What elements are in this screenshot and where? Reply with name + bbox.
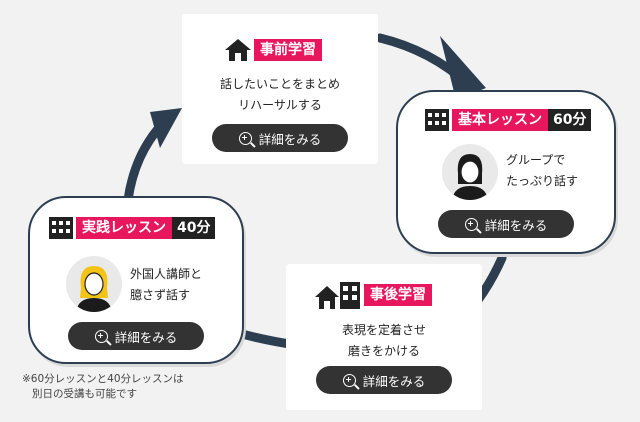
- step-practice-lesson-card: 実践レッスン 40分 外国人講師と 臆さず話す 詳細をみる: [28, 196, 244, 364]
- step-basic-lesson-heading: 基本レッスン 60分: [424, 108, 592, 132]
- teacher-avatar-icon: [66, 256, 122, 312]
- button-label: 詳細をみる: [114, 329, 178, 345]
- description-line: 外国人講師と: [130, 267, 203, 281]
- lesson-duration: 60分: [548, 109, 592, 131]
- house-icon: [225, 39, 251, 61]
- description-line: 表現を定着させ: [341, 323, 426, 337]
- description-line: たっぷり話す: [506, 174, 579, 188]
- step-description: 話したいことをまとめ リハーサルする: [182, 74, 378, 116]
- step-description: グループで たっぷり話す: [506, 150, 578, 192]
- step-pre-study-card: 事前学習 話したいことをまとめ リハーサルする 詳細をみる: [182, 14, 378, 164]
- step-post-study-heading: 事後学習: [314, 280, 432, 310]
- step-pre-study-heading: 事前学習: [224, 38, 322, 62]
- building-icon: [49, 217, 73, 239]
- description-line: 話したいことをまとめ: [219, 77, 340, 91]
- step-practice-lesson-heading: 実践レッスン 40分: [48, 216, 216, 240]
- step-title: 事前学習: [254, 39, 322, 61]
- step-basic-lesson-card: 基本レッスン 60分 グループで たっぷり話す 詳細をみる: [396, 90, 616, 254]
- button-label: 詳細をみる: [362, 373, 426, 389]
- button-label: 詳細をみる: [258, 131, 322, 147]
- step-description: 外国人講師と 臆さず話す: [130, 264, 202, 306]
- details-button-pre-study[interactable]: 詳細をみる: [212, 124, 348, 152]
- details-button-practice-lesson[interactable]: 詳細をみる: [68, 322, 204, 350]
- description-line: 臆さず話す: [130, 288, 191, 302]
- description-line: グループで: [506, 153, 566, 167]
- step-title: 実践レッスン: [76, 217, 172, 239]
- zoom-in-icon: [238, 131, 252, 145]
- details-button-basic-lesson[interactable]: 詳細をみる: [438, 210, 574, 238]
- lesson-duration: 40分: [172, 217, 216, 239]
- step-description: 表現を定着させ 磨きをかける: [286, 320, 482, 362]
- zoom-in-icon: [94, 329, 108, 343]
- details-button-post-study[interactable]: 詳細をみる: [316, 366, 452, 394]
- step-title: 基本レッスン: [452, 109, 548, 131]
- zoom-in-icon: [342, 373, 356, 387]
- house-icon: [315, 282, 360, 309]
- building-icon: [425, 109, 449, 131]
- button-label: 詳細をみる: [484, 217, 548, 233]
- footnote-line: ※60分レッスンと40分レッスンは: [22, 373, 184, 385]
- description-line: 磨きをかける: [347, 344, 420, 358]
- zoom-in-icon: [464, 217, 478, 231]
- learner-avatar-icon: [442, 144, 498, 200]
- step-post-study-card: 事後学習 表現を定着させ 磨きをかける 詳細をみる: [286, 264, 482, 410]
- footnote: ※60分レッスンと40分レッスンは 別日の受講も可能です: [22, 372, 184, 402]
- step-title: 事後学習: [364, 284, 432, 306]
- description-line: リハーサルする: [238, 98, 322, 112]
- footnote-line: 別日の受講も可能です: [32, 388, 137, 400]
